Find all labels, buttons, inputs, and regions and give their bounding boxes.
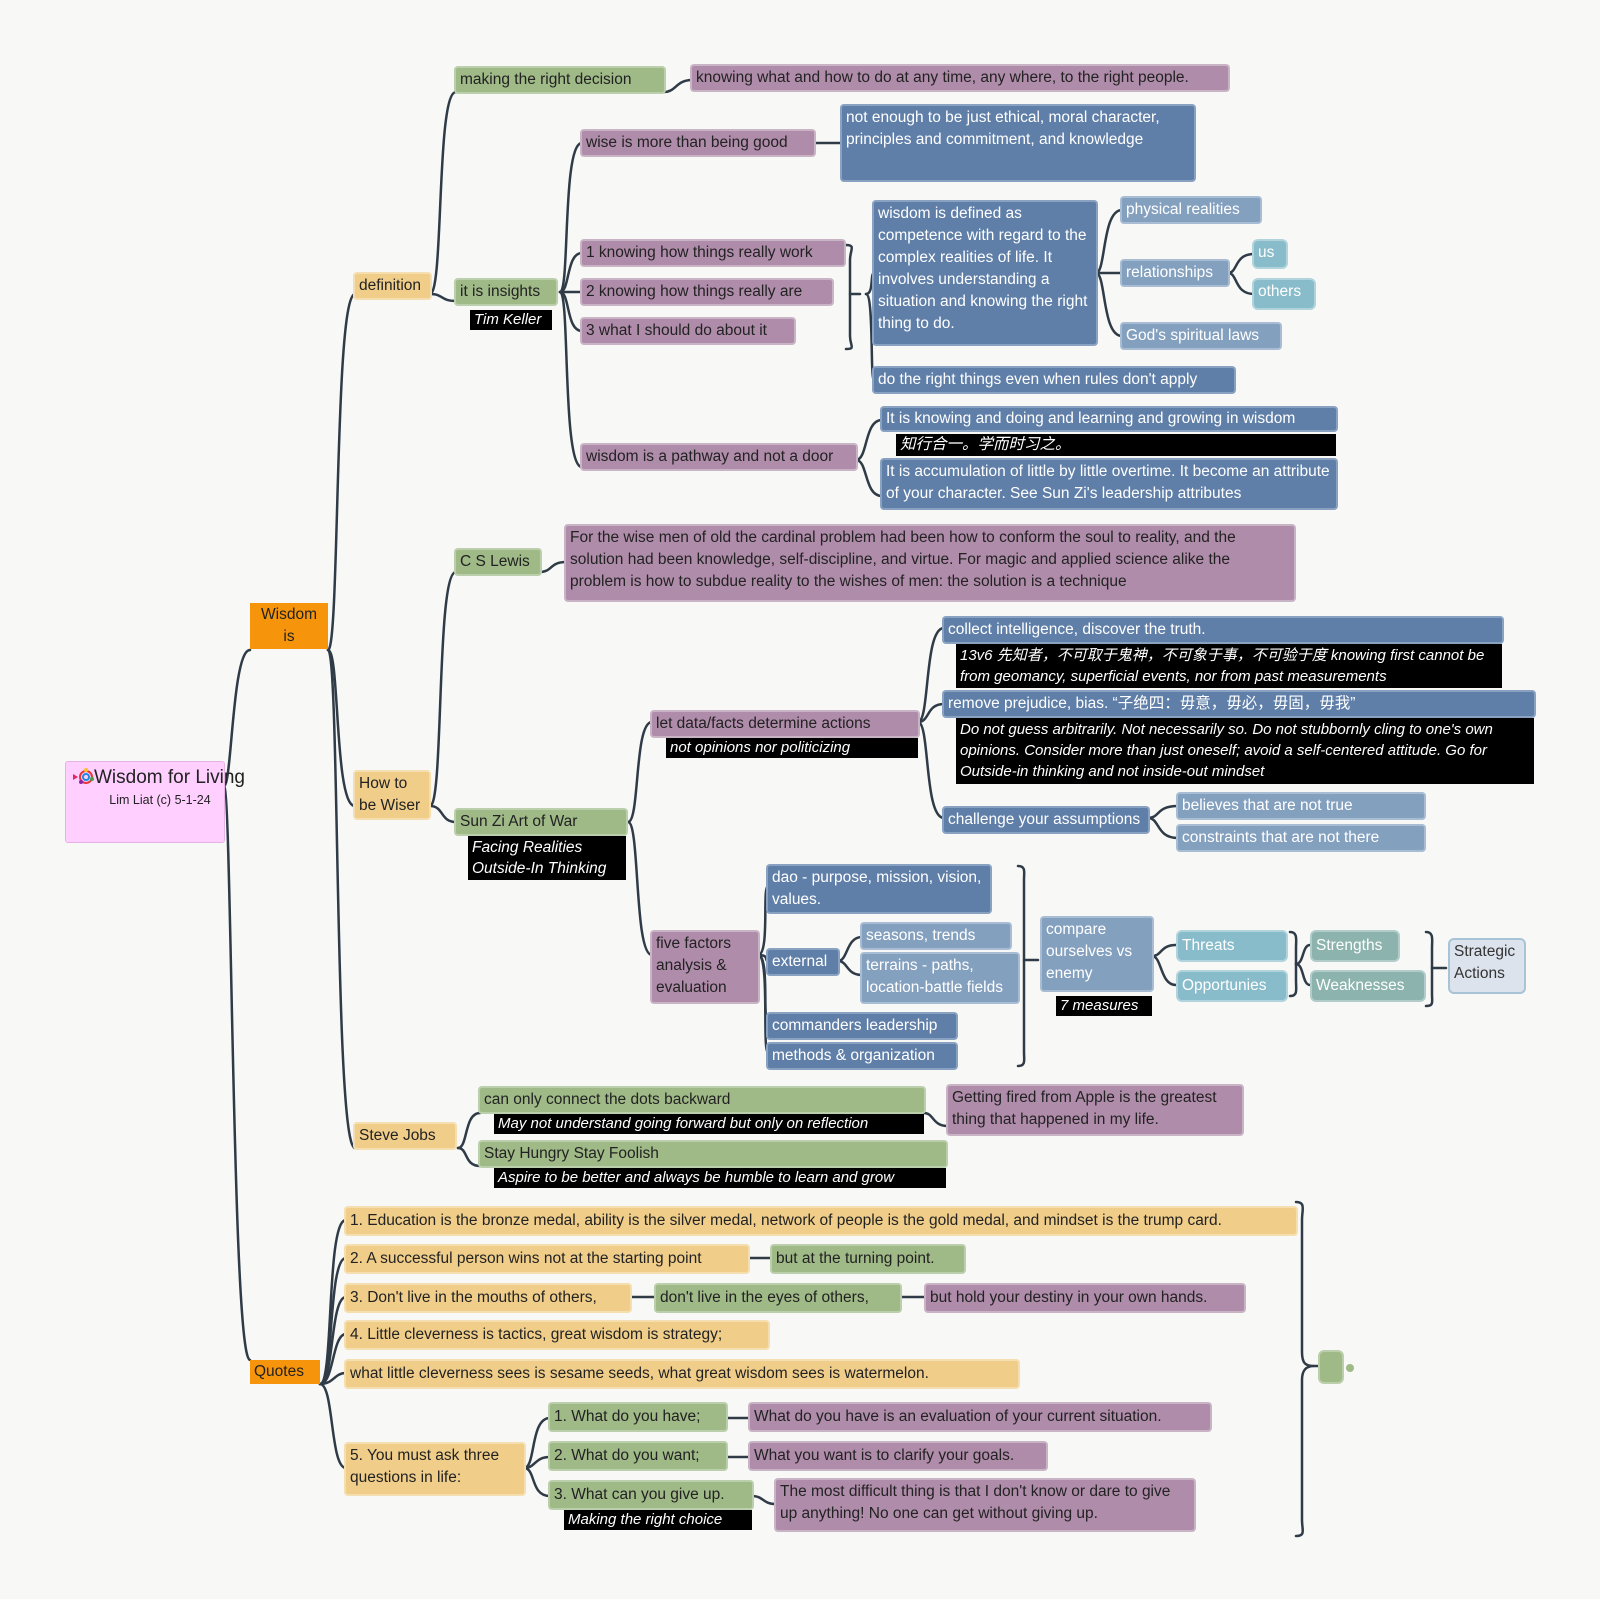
remove-prejudice-note: Do not guess arbitrarily. Not necessaril…: [956, 718, 1534, 784]
connect-dots[interactable]: can only connect the dots backward: [480, 1088, 924, 1112]
swot-weaknesses[interactable]: Weaknesses: [1312, 972, 1424, 1000]
it-is-insights[interactable]: it is insights: [456, 280, 556, 304]
topic-how-to-be-wiser[interactable]: How to be Wiser: [355, 772, 429, 818]
knowing-how-things-are[interactable]: 2 knowing how things really are: [582, 280, 832, 304]
seven-measures-note: 7 measures: [1056, 996, 1152, 1016]
more-than-good[interactable]: wise is more than being good: [582, 131, 814, 155]
quote-5[interactable]: 5. You must ask three questions in life:: [346, 1444, 524, 1494]
quote-5-answer-3[interactable]: The most difficult thing is that I don't…: [776, 1480, 1194, 1530]
quote-3c[interactable]: but hold your destiny in your own hands.: [926, 1285, 1244, 1311]
swot-threats[interactable]: Threats: [1178, 932, 1286, 960]
constraints-not-there[interactable]: constraints that are not there: [1178, 826, 1424, 850]
collapse-handle-icon[interactable]: [1346, 1364, 1354, 1372]
quote-5-question-3[interactable]: 3. What can you give up.: [550, 1482, 752, 1508]
challenge-assumptions[interactable]: challenge your assumptions: [944, 808, 1148, 832]
physical-realities[interactable]: physical realities: [1122, 198, 1260, 222]
external-seasons[interactable]: seasons, trends: [862, 924, 1010, 948]
quote-2b[interactable]: but at the turning point.: [772, 1246, 964, 1272]
quote-3b[interactable]: don't live in the eyes of others,: [656, 1285, 900, 1311]
factor-methods[interactable]: methods & organization: [768, 1044, 956, 1068]
mindmap-logo-icon: [72, 766, 94, 788]
wisdom-pathway[interactable]: wisdom is a pathway and not a door: [582, 445, 856, 469]
relationship-us[interactable]: us: [1254, 241, 1286, 267]
factor-external[interactable]: external: [768, 950, 838, 974]
pathway-chinese-note: 知行合一。学而时习之。: [896, 434, 1336, 456]
data-facts-actions[interactable]: let data/facts determine actions: [652, 712, 918, 736]
summary-topic[interactable]: [1320, 1352, 1342, 1382]
collect-intelligence-note: 13v6 先知者，不可取于鬼神，不可象于事，不可验于度 knowing firs…: [956, 644, 1502, 688]
five-factors-analysis[interactable]: five factors analysis & evaluation: [652, 932, 758, 1002]
root-topic[interactable]: Wisdom for Living Lim Liat (c) 5-1-24: [66, 762, 245, 842]
external-terrains[interactable]: terrains - paths, location-battle fields: [862, 954, 1018, 1002]
topic-steve-jobs[interactable]: Steve Jobs: [355, 1124, 455, 1148]
connect-dots-note: May not understand going forward but onl…: [494, 1114, 924, 1134]
quote-4[interactable]: 4. Little cleverness is tactics, great w…: [346, 1322, 768, 1348]
root-subtitle: Lim Liat (c) 5-1-24: [109, 793, 211, 807]
cs-lewis[interactable]: C S Lewis: [456, 550, 540, 574]
quote-2a[interactable]: 2. A successful person wins not at the s…: [346, 1246, 748, 1272]
tim-keller-note: Tim Keller: [470, 310, 552, 330]
data-facts-note: not opinions nor politicizing: [666, 738, 918, 758]
stay-hungry[interactable]: Stay Hungry Stay Foolish: [480, 1142, 946, 1166]
do-right-things[interactable]: do the right things even when rules don'…: [874, 368, 1234, 392]
relationship-others[interactable]: others: [1254, 280, 1314, 308]
quote-5-answer-1[interactable]: What do you have is an evaluation of you…: [750, 1404, 1210, 1430]
cs-lewis-quote[interactable]: For the wise men of old the cardinal pro…: [566, 526, 1294, 600]
branch-quotes[interactable]: Quotes: [250, 1360, 320, 1384]
gods-spiritual-laws[interactable]: God's spiritual laws: [1122, 324, 1280, 348]
quote-4b[interactable]: what little cleverness sees is sesame se…: [346, 1361, 1018, 1387]
stay-hungry-note: Aspire to be better and always be humble…: [494, 1168, 946, 1188]
quote-5-question-3-note: Making the right choice: [564, 1510, 752, 1530]
making-right-decision-detail[interactable]: knowing what and how to do at any time, …: [692, 66, 1228, 90]
making-right-decision[interactable]: making the right decision: [456, 68, 664, 92]
remove-prejudice[interactable]: remove prejudice, bias. “子绝四：毋意，毋必，毋固，毋我…: [944, 692, 1534, 716]
quote-5-question-2[interactable]: 2. What do you want;: [550, 1443, 726, 1469]
what-i-should-do[interactable]: 3 what I should do about it: [582, 319, 794, 343]
collect-intelligence[interactable]: collect intelligence, discover the truth…: [944, 618, 1502, 642]
factor-commanders[interactable]: commanders leadership: [768, 1014, 956, 1038]
pathway-knowing-doing[interactable]: It is knowing and doing and learning and…: [882, 408, 1336, 430]
more-than-good-detail[interactable]: not enough to be just ethical, moral cha…: [842, 106, 1194, 180]
relationships[interactable]: relationships: [1122, 261, 1228, 285]
strategic-actions[interactable]: Strategic Actions: [1450, 940, 1524, 992]
sun-zi-art-of-war[interactable]: Sun Zi Art of War: [456, 810, 626, 834]
root-title: Wisdom for Living: [94, 767, 245, 788]
quote-5-answer-2[interactable]: What you want is to clarify your goals.: [750, 1443, 1046, 1469]
sun-zi-note: Facing Realities Outside-In Thinking: [468, 836, 626, 880]
quote-3a[interactable]: 3. Don't live in the mouths of others,: [346, 1285, 630, 1311]
swot-strengths[interactable]: Strengths: [1312, 932, 1398, 960]
factor-dao[interactable]: dao - purpose, mission, vision, values.: [768, 866, 990, 912]
wisdom-defined-as[interactable]: wisdom is defined as competence with reg…: [874, 202, 1096, 344]
swot-opportunities[interactable]: Opportunies: [1178, 972, 1286, 1000]
pathway-accumulation[interactable]: It is accumulation of little by little o…: [882, 460, 1336, 508]
believes-not-true[interactable]: believes that are not true: [1178, 794, 1424, 818]
knowing-how-things-work[interactable]: 1 knowing how things really work: [582, 241, 844, 265]
quote-1[interactable]: 1. Education is the bronze medal, abilit…: [346, 1208, 1296, 1234]
compare-vs-enemy[interactable]: compare ourselves vs enemy: [1042, 918, 1152, 990]
topic-definition[interactable]: definition: [355, 274, 430, 298]
branch-wisdom-is[interactable]: Wisdom is: [250, 603, 328, 649]
fired-from-apple[interactable]: Getting fired from Apple is the greatest…: [948, 1086, 1242, 1134]
quote-5-question-1[interactable]: 1. What do you have;: [550, 1404, 726, 1430]
